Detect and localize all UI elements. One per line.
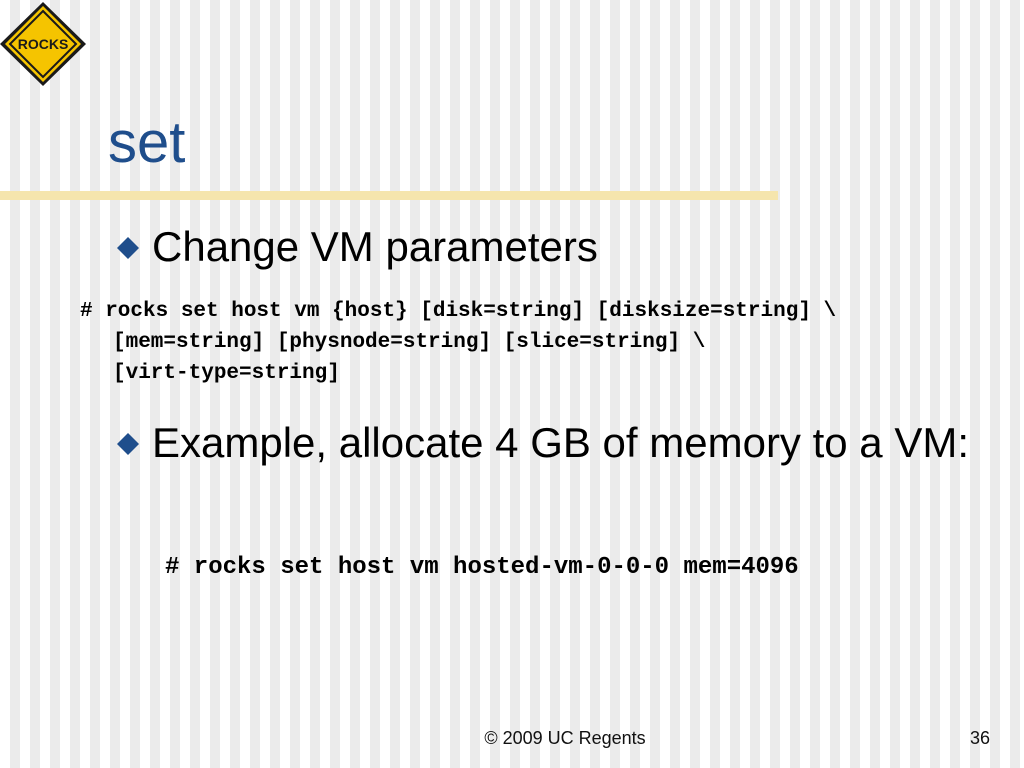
bullet-text: Change VM parameters [152,223,598,270]
bullet-text: Example, allocate 4 GB of memory to a VM… [152,419,969,466]
diamond-bullet-icon [116,220,152,276]
code-line: # rocks set host vm {host} [disk=string]… [80,300,837,323]
code-line: [mem=string] [physnode=string] [slice=st… [113,331,706,354]
rocks-logo: ROCKS [0,0,90,92]
logo-text: ROCKS [18,36,69,52]
bullet-change-vm-parameters: Change VM parameters [116,220,976,276]
diamond-bullet-icon [116,416,152,472]
bullet-example-allocate-memory: Example, allocate 4 GB of memory to a VM… [116,416,976,472]
footer-copyright: © 2009 UC Regents [484,728,646,748]
rocks-diamond-logo-icon: ROCKS [0,2,86,86]
page-number: 36 [969,728,990,748]
title-divider [0,191,778,200]
example-command: # rocks set host vm hosted-vm-0-0-0 mem=… [165,554,799,581]
slide-title: set [108,110,186,175]
command-syntax-block: # rocks set host vm {host} [disk=string]… [80,296,1010,389]
code-line: [virt-type=string] [113,362,340,385]
